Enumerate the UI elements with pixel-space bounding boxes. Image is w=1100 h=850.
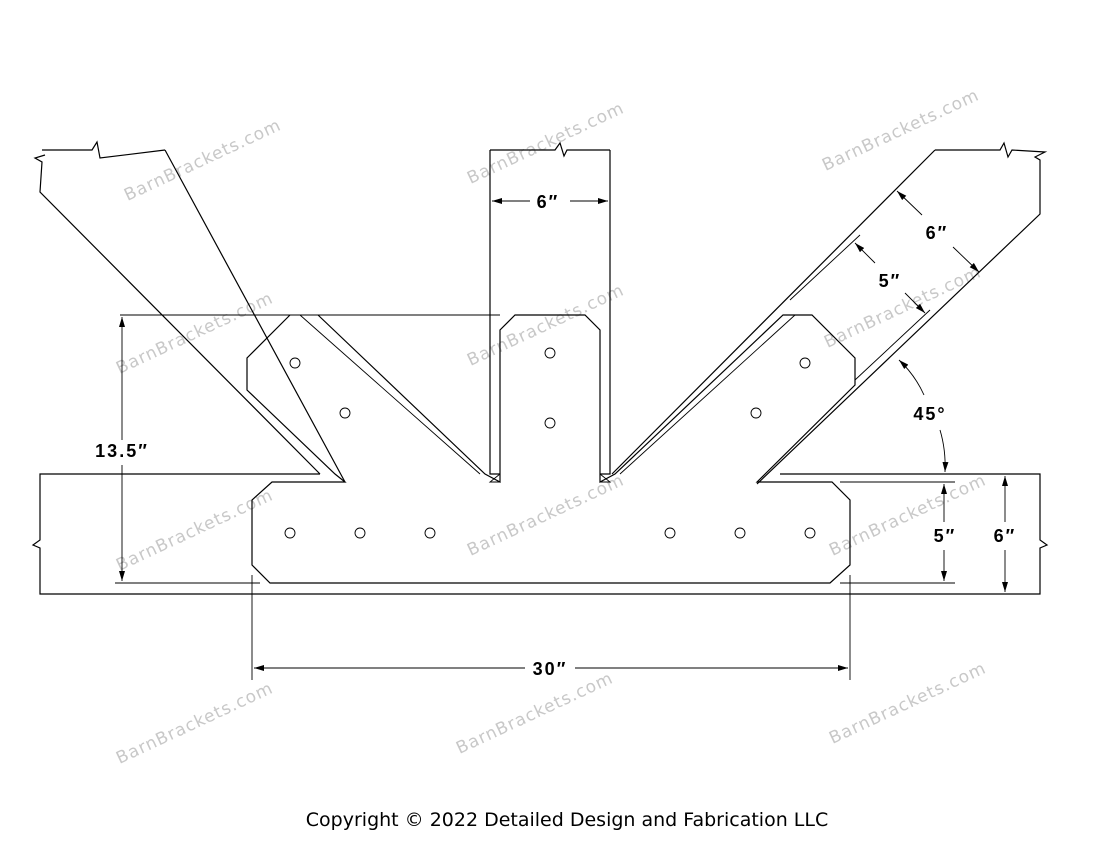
watermark: BarnBrackets.com (121, 115, 284, 205)
bolt-holes (284, 347, 816, 539)
post-width-label: 6″ (537, 192, 560, 212)
bolt-hole (804, 527, 816, 539)
beam (31, 473, 1049, 595)
beam-depth-label: 6″ (994, 526, 1017, 546)
watermark: BarnBrackets.com (826, 470, 989, 560)
watermark: BarnBrackets.com (113, 678, 276, 768)
center-post (489, 141, 611, 475)
bolt-hole (734, 527, 746, 539)
copyright-text: Copyright © 2022 Detailed Design and Fab… (305, 809, 829, 831)
dimension-lines (115, 190, 1008, 680)
watermark: BarnBrackets.com (826, 658, 989, 748)
angle-label: 45° (913, 404, 946, 424)
bolt-hole (664, 527, 676, 539)
bolt-hole (544, 417, 556, 429)
bracket-plate (246, 234, 931, 584)
bolt-hole (284, 527, 296, 539)
watermark: BarnBrackets.com (821, 262, 984, 352)
watermark: BarnBrackets.com (464, 98, 627, 188)
left-brace (33, 140, 346, 483)
watermark: BarnBrackets.com (113, 288, 276, 378)
bracket-length-label: 30″ (533, 659, 568, 679)
watermark: BarnBrackets.com (819, 85, 982, 175)
beam-leg-label: 5″ (934, 526, 957, 546)
right-brace (611, 141, 1048, 485)
brace-width-label: 6″ (926, 223, 949, 243)
bolt-hole (289, 357, 301, 369)
bolt-hole (750, 407, 762, 419)
bracket-height-label: 13.5″ (95, 441, 149, 461)
watermark: BarnBrackets.com (464, 470, 627, 560)
bolt-hole (544, 347, 556, 359)
bolt-hole (339, 407, 351, 419)
bolt-hole (354, 527, 366, 539)
watermark: BarnBrackets.com (464, 280, 627, 370)
bolt-hole (799, 357, 811, 369)
bolt-hole (424, 527, 436, 539)
brace-leg-label: 5″ (879, 271, 902, 291)
watermark: BarnBrackets.com (453, 668, 616, 758)
